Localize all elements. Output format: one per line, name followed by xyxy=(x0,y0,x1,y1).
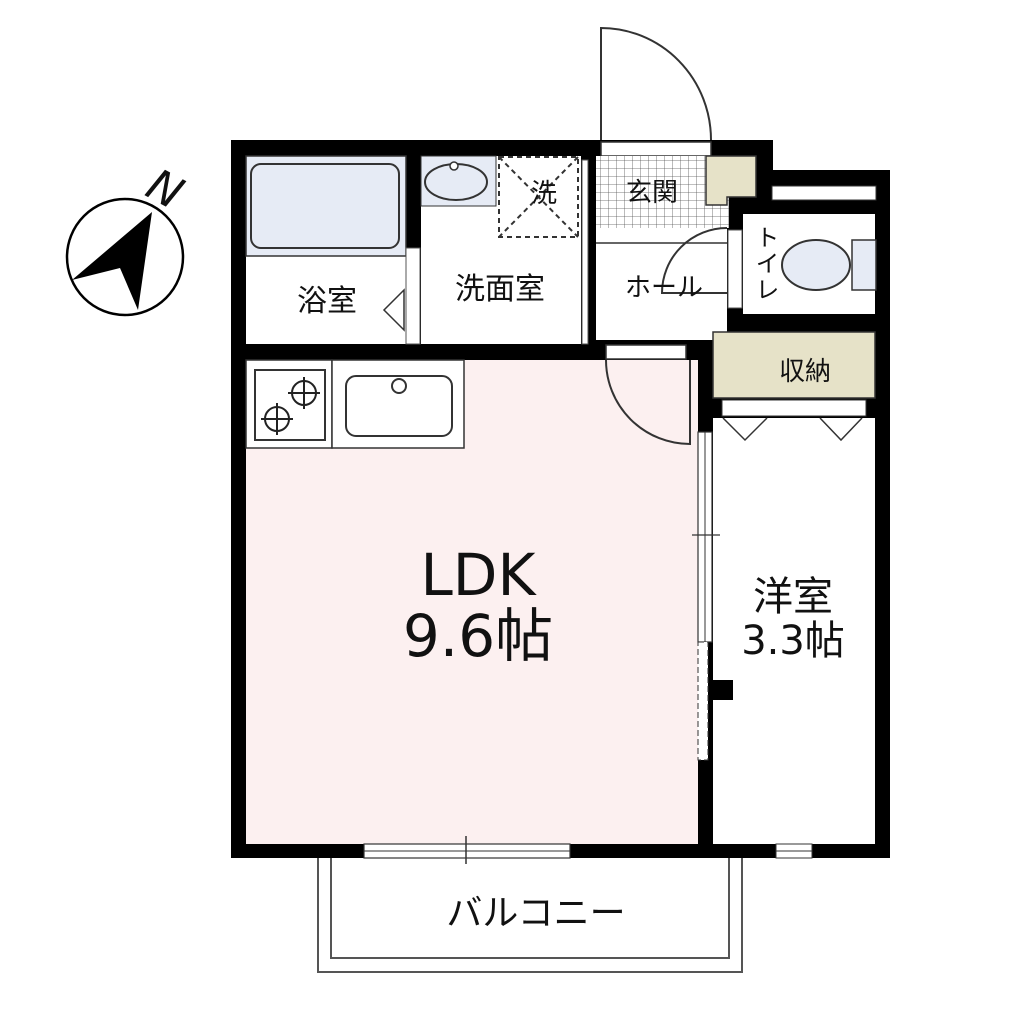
bathroom-label: 浴室 xyxy=(297,284,357,319)
washer-space-label: 洗 xyxy=(530,179,558,209)
entrance-label: 玄関 xyxy=(625,178,679,208)
western-room-name: 洋室 xyxy=(753,574,833,620)
hall-label: ホール xyxy=(624,273,704,303)
western-room xyxy=(713,417,875,859)
storage xyxy=(712,331,876,417)
balcony-label: バルコニー xyxy=(446,893,626,934)
ldk-name: LDK xyxy=(420,541,536,610)
bathroom xyxy=(245,155,421,345)
washer-space xyxy=(498,156,579,238)
compass-icon xyxy=(65,197,185,317)
washroom xyxy=(420,155,589,345)
washroom-label: 洗面室 xyxy=(455,272,545,307)
ldk xyxy=(245,359,720,864)
western-room-label: 洋室 3.3帖 xyxy=(741,575,845,663)
ldk-label: LDK 9.6帖 xyxy=(403,545,553,667)
western-room-size: 3.3帖 xyxy=(741,618,845,664)
balcony-outline xyxy=(317,851,743,973)
entrance-door xyxy=(600,26,712,141)
storage-label: 収納 xyxy=(778,357,832,387)
ldk-size: 9.6帖 xyxy=(402,602,554,670)
toilet-label: トイレ xyxy=(751,225,779,303)
hall xyxy=(596,227,728,360)
entrance xyxy=(596,141,757,228)
toilet xyxy=(727,185,877,314)
